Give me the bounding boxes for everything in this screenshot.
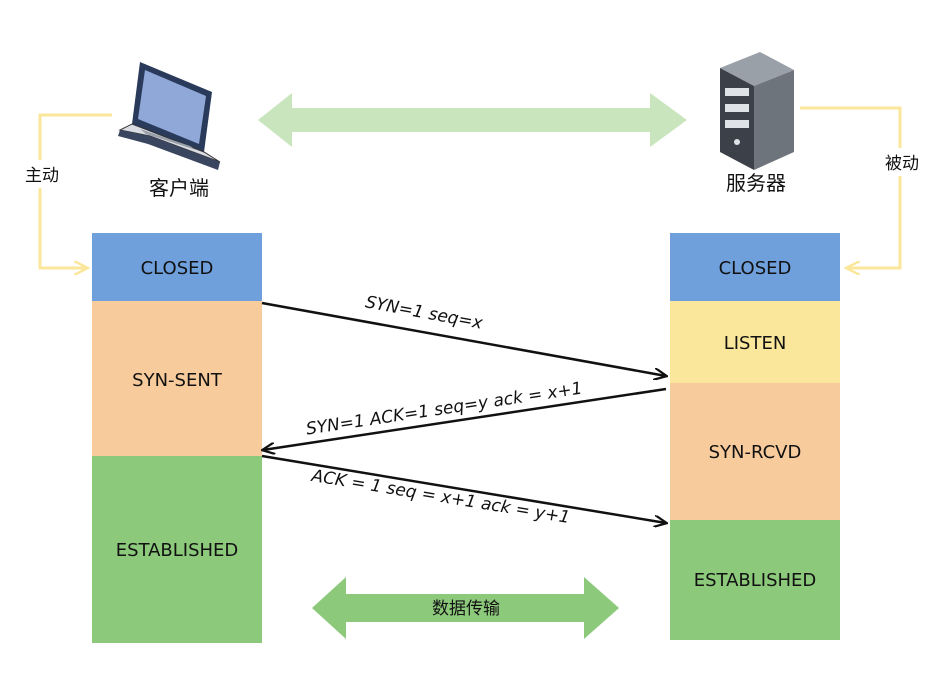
server-label: 服务器 — [726, 171, 786, 195]
data-transfer-double-arrow — [312, 577, 619, 639]
ack-message-label: ACK = 1 seq = x+1 ack = y+1 — [309, 466, 571, 528]
server-state-label: LISTEN — [724, 333, 787, 354]
server-state-syn-rcvd — [670, 383, 840, 520]
server-icon — [720, 52, 794, 170]
client-state-closed — [92, 233, 262, 301]
syn-message-label: SYN=1 seq=x — [364, 292, 485, 333]
syn-ack-arrow — [263, 387, 667, 450]
client-label: 客户端 — [149, 176, 209, 200]
client-state-syn-sent — [92, 301, 262, 456]
server-state-label: ESTABLISHED — [694, 570, 817, 591]
active-connector — [20, 113, 112, 268]
client-state-label: CLOSED — [141, 258, 214, 279]
server-state-label: CLOSED — [719, 258, 792, 279]
syn-arrow — [261, 301, 666, 376]
server-state-label: SYN-RCVD — [709, 442, 802, 463]
passive-connector — [800, 106, 926, 268]
data-transfer-label: 数据传输 — [432, 599, 500, 619]
connection-double-arrow — [258, 93, 687, 147]
passive-label: 被动 — [885, 154, 919, 174]
server-state-closed — [670, 233, 840, 301]
server-state-established — [670, 520, 840, 640]
laptop-icon — [118, 62, 221, 170]
client-state-label: ESTABLISHED — [116, 540, 239, 561]
client-state-established — [92, 456, 262, 643]
client-state-label: SYN-SENT — [132, 370, 223, 391]
ack-arrow — [261, 454, 666, 523]
server-state-listen — [670, 301, 840, 383]
syn-ack-message-label: SYN=1 ACK=1 seq=y ack = x+1 — [305, 379, 584, 440]
active-label: 主动 — [25, 166, 59, 186]
